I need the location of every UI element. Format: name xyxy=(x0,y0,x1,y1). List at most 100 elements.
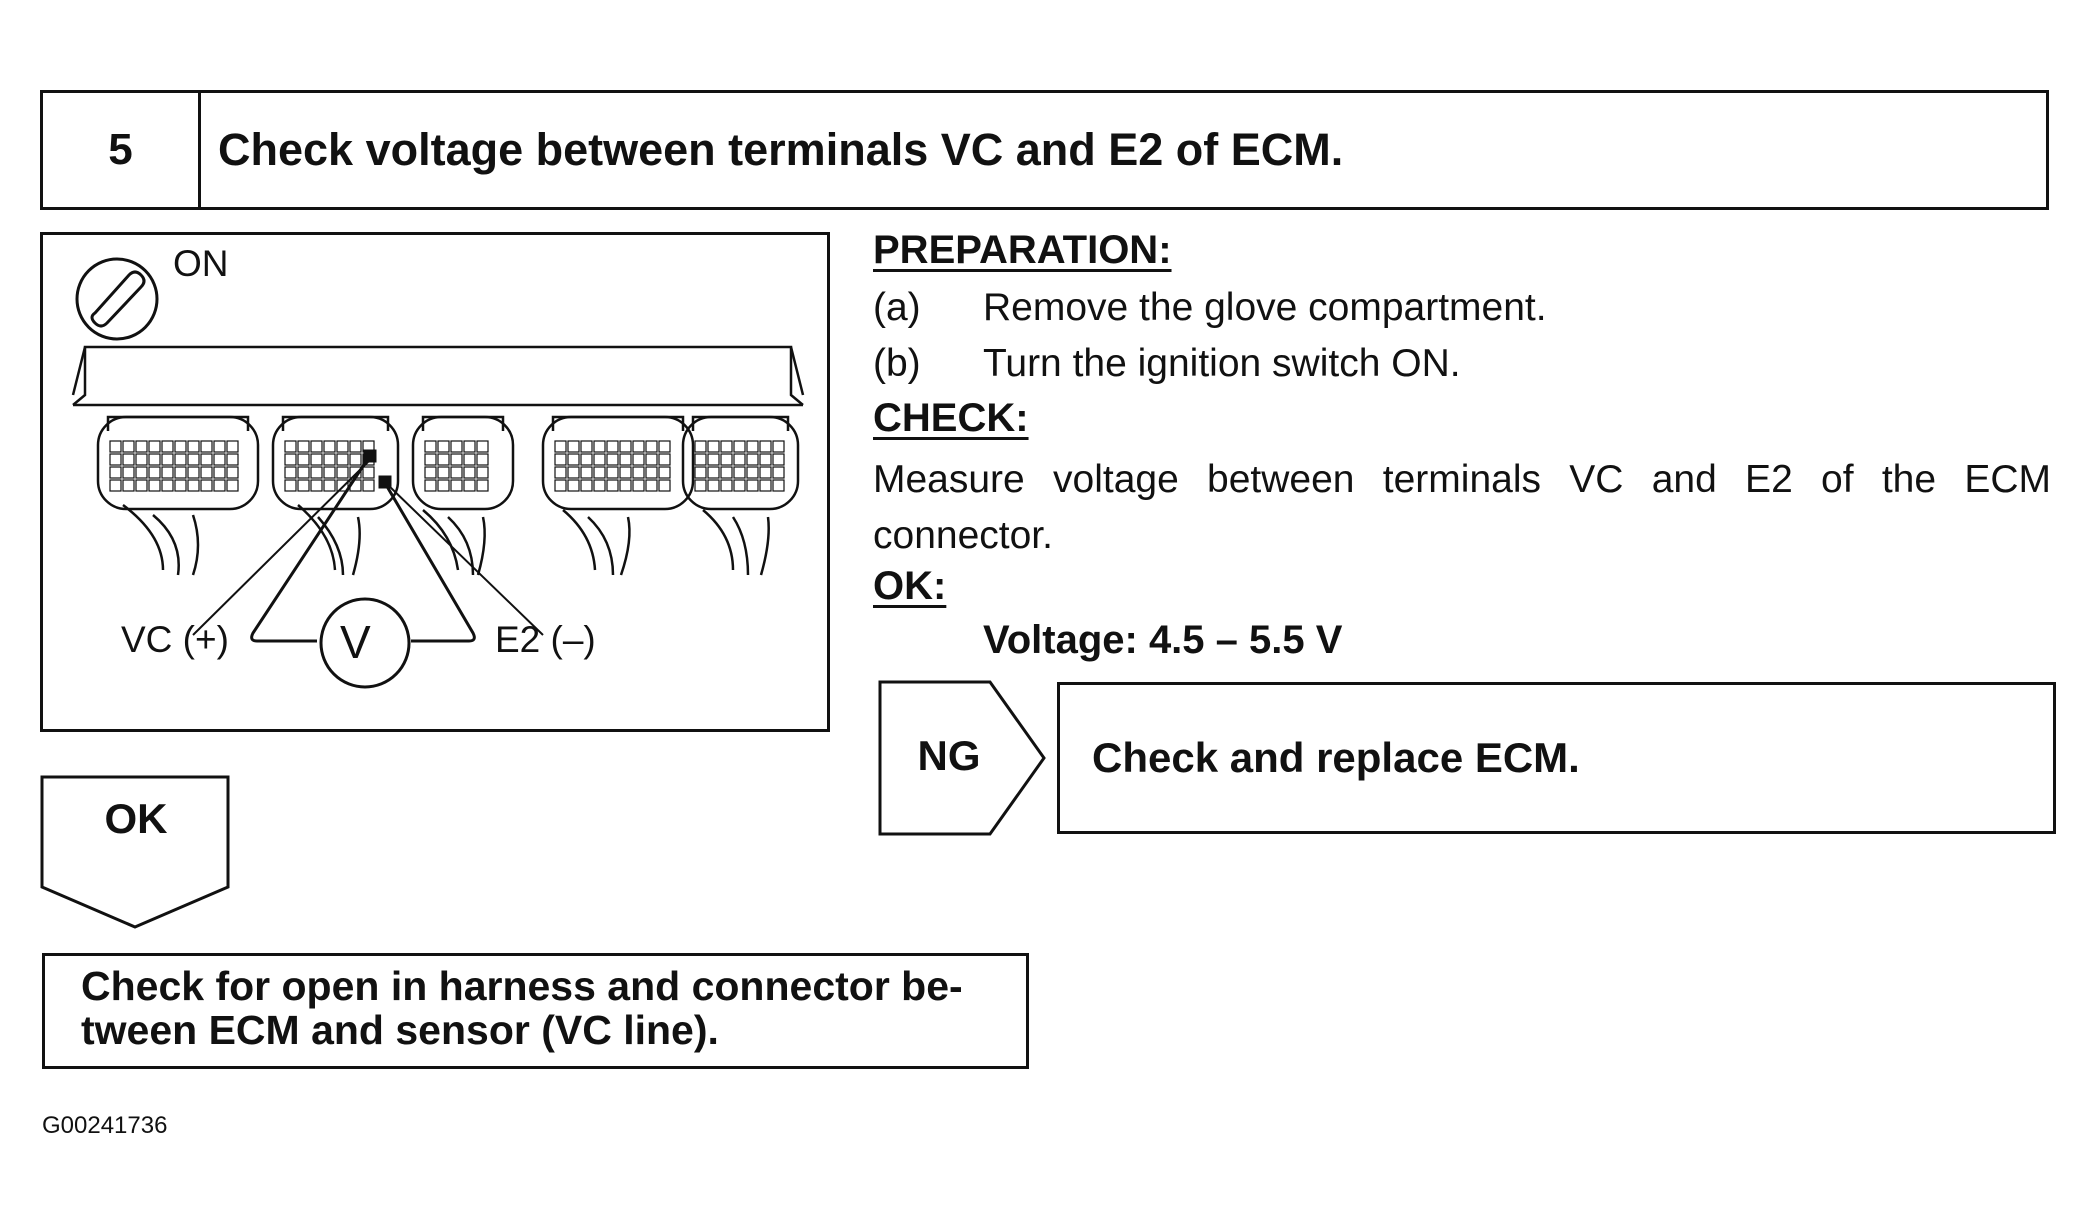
connector-pin xyxy=(226,440,239,453)
connector-pin xyxy=(297,479,310,492)
connector-pin xyxy=(161,466,174,479)
connector-pin xyxy=(619,479,632,492)
connector-pin xyxy=(476,440,489,453)
ok-action-line-2: tween ECM and sensor (VC line). xyxy=(81,1007,719,1053)
connector-pin xyxy=(161,440,174,453)
connector-pin xyxy=(707,479,720,492)
connector-pin xyxy=(720,440,733,453)
step-header: 5 Check voltage between terminals VC and… xyxy=(40,90,2049,210)
connector-pin xyxy=(310,453,323,466)
connector-pin xyxy=(310,479,323,492)
connector-pin xyxy=(148,479,161,492)
connector-block xyxy=(681,415,800,511)
connector-pin xyxy=(658,440,671,453)
connector-pin xyxy=(297,453,310,466)
connector-pin xyxy=(554,479,567,492)
voltmeter-symbol: V xyxy=(340,616,371,668)
figure-id: G00241736 xyxy=(42,1112,168,1139)
connector-pin xyxy=(148,466,161,479)
connector-pin xyxy=(733,453,746,466)
connector-pin xyxy=(323,453,336,466)
connector-pin xyxy=(109,440,122,453)
connector-pin xyxy=(349,440,362,453)
connector-pin xyxy=(148,440,161,453)
ok-heading: OK: xyxy=(873,564,947,608)
connector-pin xyxy=(135,453,148,466)
connector-pin xyxy=(187,466,200,479)
connector-pin xyxy=(554,440,567,453)
connector-pin xyxy=(424,466,437,479)
connector-pin xyxy=(694,440,707,453)
ng-tag: NG xyxy=(878,680,1048,836)
connector-latch xyxy=(106,415,250,431)
connector-pin xyxy=(200,453,213,466)
connector-pin xyxy=(707,440,720,453)
connector-pin xyxy=(759,479,772,492)
connector-pin xyxy=(187,440,200,453)
connector-pin xyxy=(174,479,187,492)
connector-pin xyxy=(362,466,375,479)
connector-pin xyxy=(437,466,450,479)
connector-pin xyxy=(772,466,785,479)
connector-pin xyxy=(213,479,226,492)
connector-pin xyxy=(759,440,772,453)
connector-pin xyxy=(645,466,658,479)
connector-pin xyxy=(437,453,450,466)
connector-pin xyxy=(323,479,336,492)
preparation-heading: PREPARATION: xyxy=(873,228,1172,272)
ok-action-line-1: Check for open in harness and connector … xyxy=(81,963,963,1009)
connector-pin xyxy=(437,479,450,492)
connector-pin xyxy=(135,440,148,453)
connector-pin xyxy=(109,466,122,479)
step-title: Check voltage between terminals VC and E… xyxy=(218,124,1344,175)
ng-label: NG xyxy=(917,732,981,779)
connector-pin xyxy=(593,453,606,466)
connector-pin xyxy=(310,440,323,453)
connector-pin xyxy=(694,466,707,479)
connector-block xyxy=(411,415,515,511)
connector-pin xyxy=(135,479,148,492)
prep-item-b-marker: (b) xyxy=(873,342,921,385)
connector-pin xyxy=(632,453,645,466)
ignition-key-icon xyxy=(75,257,159,341)
connector-pin xyxy=(161,479,174,492)
connector-pin xyxy=(463,453,476,466)
prep-item-a-text: Remove the glove compartment. xyxy=(983,286,1547,329)
connector-pin xyxy=(746,453,759,466)
connector-pin xyxy=(349,453,362,466)
ng-action-text: Check and replace ECM. xyxy=(1092,734,1580,781)
connector-pin xyxy=(720,479,733,492)
ignition-on-label: ON xyxy=(173,243,229,284)
connector-latch xyxy=(551,415,685,431)
connector-pin xyxy=(707,453,720,466)
connector-pin xyxy=(450,440,463,453)
connector-pin xyxy=(424,479,437,492)
check-instruction: Measure voltage between terminals VC and… xyxy=(873,458,2051,557)
connector-pin xyxy=(200,440,213,453)
connector-pin xyxy=(593,479,606,492)
connector-pin xyxy=(109,479,122,492)
connector-pin xyxy=(226,479,239,492)
connector-pin xyxy=(707,466,720,479)
connector-pin xyxy=(213,440,226,453)
connector-pin xyxy=(658,453,671,466)
connector-pin xyxy=(720,466,733,479)
connector-pin xyxy=(476,479,489,492)
connector-pin xyxy=(424,453,437,466)
connector-pin xyxy=(746,440,759,453)
ng-result-box: Check and replace ECM. xyxy=(1057,682,2056,834)
connector-pin xyxy=(720,453,733,466)
connector-pin xyxy=(213,466,226,479)
connector-pin xyxy=(733,440,746,453)
connector-pin xyxy=(606,466,619,479)
connector-latch xyxy=(691,415,790,431)
connector-pin xyxy=(476,466,489,479)
connector-pin xyxy=(606,479,619,492)
connector-pin xyxy=(746,479,759,492)
vc-terminal-label: VC (+) xyxy=(121,619,229,660)
connector-pin xyxy=(109,453,122,466)
connector-diagram: ON VC (+) E2 (–) V xyxy=(40,232,830,732)
connector-pin xyxy=(323,466,336,479)
connector-pin xyxy=(213,453,226,466)
ecm-connector-icon xyxy=(71,345,805,576)
